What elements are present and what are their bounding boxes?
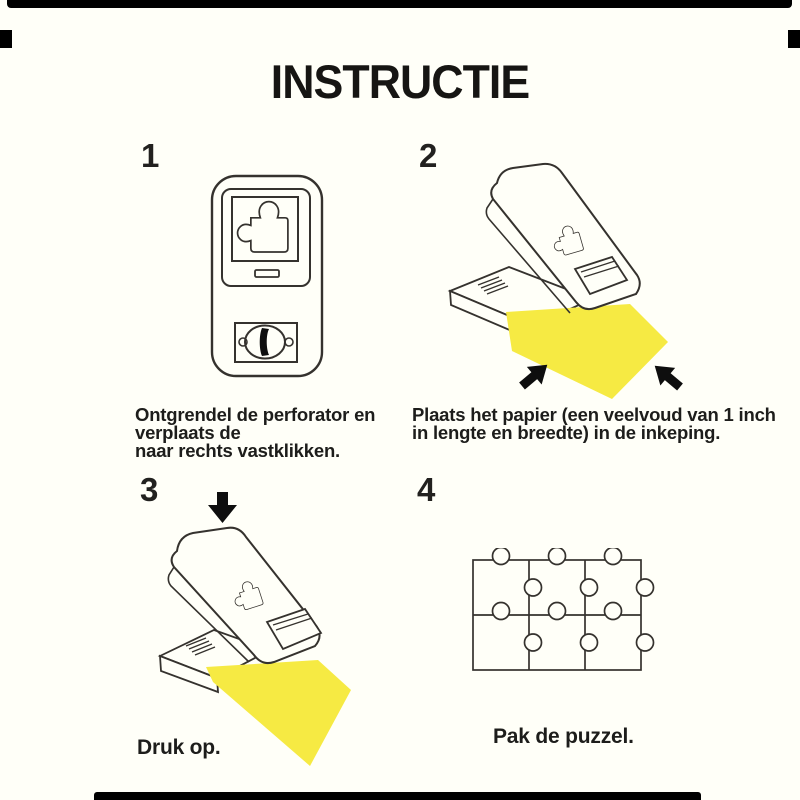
lever-puzzle-logo — [234, 581, 264, 611]
step-2-illustration — [440, 158, 720, 405]
step-2-number: 2 — [419, 137, 438, 174]
step-3-illustration — [148, 486, 363, 772]
caption-line: in lengte en breedte) in de inkeping. — [412, 422, 721, 443]
base-emboss-lines — [477, 276, 509, 295]
step-3-number: 3 — [140, 471, 159, 508]
lock-keyslot — [259, 328, 269, 356]
puzzle-piece-cutout — [236, 200, 289, 253]
puzzle-punch-open-icon — [447, 162, 683, 399]
lever-thickness-edge — [167, 566, 250, 663]
step-3-caption: Druk op. — [137, 737, 221, 759]
puzzle-punch-front-icon — [210, 174, 324, 378]
jaw-hatch — [272, 613, 313, 631]
puzzle-punch-press-icon — [157, 492, 351, 766]
step-1-caption: Ontgrendel de perforator en verplaats de… — [135, 404, 376, 461]
punch-die-window — [231, 196, 299, 262]
lock-plate — [234, 322, 298, 363]
step-4-caption: Pak de puzzel. — [493, 726, 634, 748]
paper-sheet — [206, 660, 351, 766]
caption-line: Ontgrendel de perforator en — [135, 404, 376, 425]
step-2-caption: Plaats het papier (een veelvoud van 1 in… — [412, 404, 776, 443]
press-down-arrow-icon — [208, 492, 237, 523]
punch-base-front — [159, 654, 219, 694]
lever-puzzle-logo — [553, 225, 584, 256]
screw-right — [284, 337, 294, 347]
step-4-illustration — [465, 548, 655, 680]
base-emboss-lines — [185, 637, 216, 656]
lever-thickness-edge — [485, 198, 571, 314]
insert-arrow-right-icon — [654, 365, 683, 391]
page-title: INSTRUCTIE — [270, 55, 530, 108]
puzzle-grid-icon — [472, 548, 655, 671]
bottom-edge-mark — [94, 792, 701, 800]
caption-line: verplaats de — [135, 422, 241, 443]
right-edge-mark — [788, 30, 800, 48]
left-edge-mark — [0, 30, 12, 48]
caption-line: naar rechts vastklikken. — [135, 440, 340, 461]
punch-jaw — [573, 255, 629, 296]
paper-sheet — [506, 304, 668, 399]
caption-line: Druk op. — [137, 736, 221, 759]
punch-body-outline — [210, 174, 324, 378]
punch-slot — [254, 269, 280, 278]
step-4-number: 4 — [417, 471, 436, 508]
puzzle-knobs — [491, 548, 655, 652]
step-1-number: 1 — [141, 137, 160, 174]
caption-line: Pak de puzzel. — [493, 725, 634, 748]
caption-line: Plaats het papier (een veelvoud van 1 in… — [412, 404, 776, 425]
punch-top-panel — [221, 188, 311, 287]
screw-left — [238, 337, 248, 347]
step-1-illustration — [206, 170, 328, 382]
insert-arrow-left-icon — [519, 364, 548, 390]
jaw-hatch — [580, 260, 620, 278]
top-edge-mark — [7, 0, 792, 8]
